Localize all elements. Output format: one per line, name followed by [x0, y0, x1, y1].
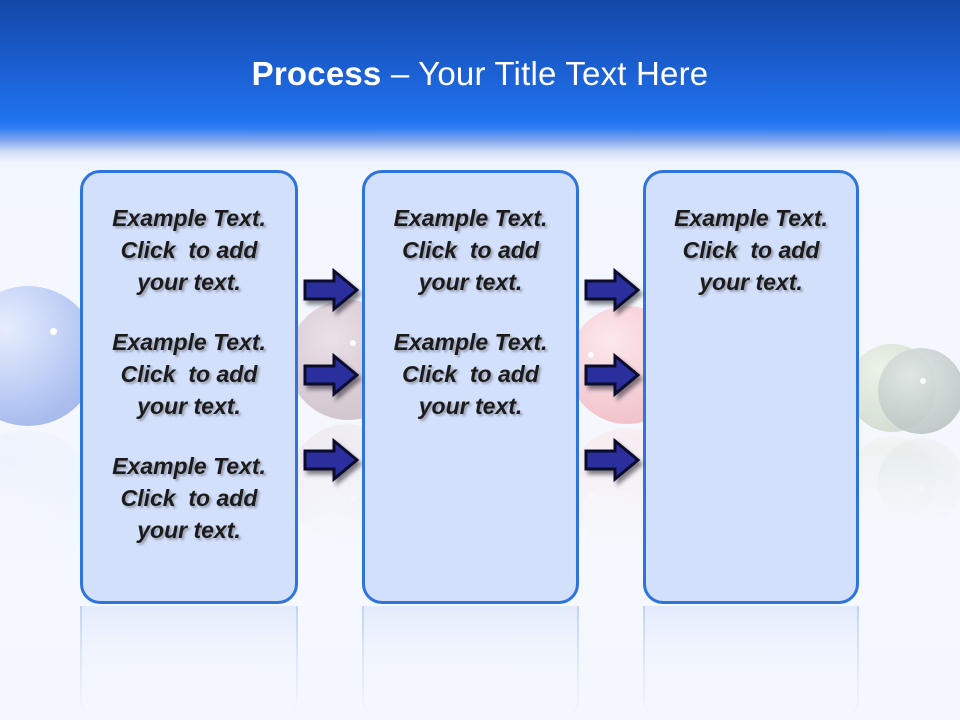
- process-box-3-paragraph-1: Example Text. Click to add your text.: [674, 205, 828, 295]
- arrow-gap2-2: [584, 353, 640, 397]
- process-box-2-paragraph-1: Example Text. Click to add your text.: [393, 205, 548, 295]
- process-box-3[interactable]: Example Text. Click to add your text.: [643, 170, 859, 604]
- sphere-sage-far: [848, 344, 936, 432]
- process-box-1-paragraph-3: Example Text. Click to add your text.: [112, 452, 266, 543]
- right-block-arrow-icon: [303, 438, 359, 482]
- sphere-highlight-icon: [350, 496, 356, 502]
- sphere-highlight-icon: [920, 486, 925, 491]
- sphere-highlight-icon: [920, 378, 926, 384]
- sphere-gray-far-reflection: [878, 438, 960, 524]
- process-box-1-paragraph-1: Example Text. Click to add your text.: [112, 205, 266, 295]
- sphere-sage-far-reflection: [848, 436, 936, 524]
- right-block-arrow-icon: [584, 268, 640, 312]
- process-box-2-paragraph-2: Example Text. Click to add your text.: [393, 328, 548, 419]
- process-box-1-paragraph-2: Example Text. Click to add your text.: [112, 328, 266, 419]
- arrow-gap1-1: [303, 268, 359, 312]
- arrow-gap1-2: [303, 353, 359, 397]
- right-block-arrow-icon: [584, 438, 640, 482]
- right-block-arrow-icon: [303, 268, 359, 312]
- process-box-2-reflection: [362, 606, 579, 720]
- right-block-arrow-icon: [584, 353, 640, 397]
- process-box-2[interactable]: Example Text. Click to add your text. Ex…: [362, 170, 579, 604]
- page-title-bold: Process: [251, 55, 382, 92]
- arrow-gap2-3: [584, 438, 640, 482]
- sphere-gray-far: [878, 348, 960, 434]
- process-box-1[interactable]: Example Text. Click to add your text. Ex…: [80, 170, 298, 604]
- right-block-arrow-icon: [303, 353, 359, 397]
- sphere-highlight-icon: [350, 340, 356, 346]
- arrow-gap1-3: [303, 438, 359, 482]
- process-box-1-reflection: [80, 606, 298, 720]
- sphere-highlight-icon: [588, 492, 594, 498]
- process-box-3-reflection: [643, 606, 859, 720]
- page-title: Process – Your Title Text Here: [0, 52, 960, 96]
- sphere-highlight-icon: [50, 328, 57, 335]
- page-title-rest: – Your Title Text Here: [381, 55, 709, 92]
- arrow-gap2-1: [584, 268, 640, 312]
